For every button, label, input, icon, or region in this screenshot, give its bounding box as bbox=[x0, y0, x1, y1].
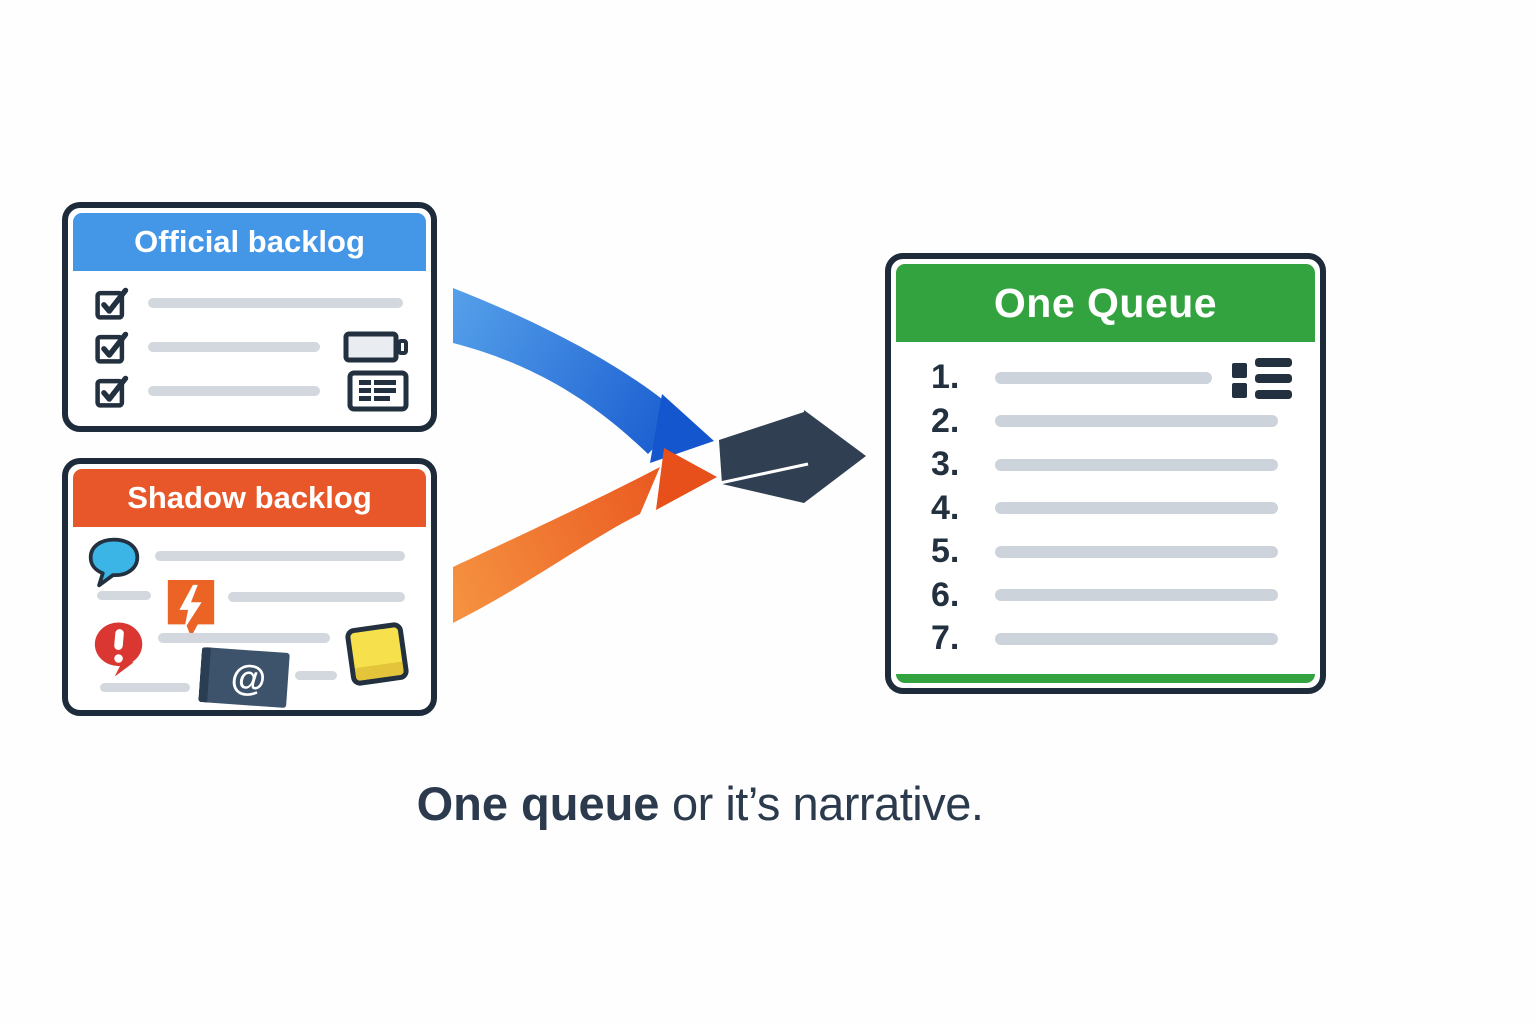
checkbox-checked-icon bbox=[95, 287, 129, 320]
queue-item-row: 3. bbox=[931, 443, 1290, 487]
one-queue-title: One Queue bbox=[993, 280, 1218, 326]
queue-item-row: 2. bbox=[931, 400, 1290, 444]
backlog-item-row bbox=[94, 369, 409, 413]
sticky-note-fold bbox=[354, 661, 405, 682]
placeholder-line bbox=[995, 545, 1278, 558]
caption: One queue or it’s narrative. bbox=[80, 776, 1320, 831]
placeholder-line bbox=[148, 298, 403, 308]
lightning-bolt-icon bbox=[167, 580, 215, 637]
queue-item-row: 4. bbox=[931, 487, 1290, 531]
queue-item-number: 6. bbox=[931, 575, 960, 614]
queue-item-row: 1. bbox=[931, 356, 1290, 400]
queue-item-row: 7. bbox=[931, 617, 1290, 661]
placeholder-line bbox=[995, 371, 1212, 384]
shadow-backlog-card: Shadow backlog @ bbox=[62, 458, 437, 716]
placeholder-line bbox=[995, 589, 1278, 602]
shadow-backlog-title: Shadow backlog bbox=[127, 480, 372, 515]
one-queue-bottom-accent bbox=[896, 674, 1315, 683]
placeholder-line bbox=[995, 502, 1278, 515]
battery-icon bbox=[343, 331, 408, 363]
sticky-note-icon bbox=[344, 621, 410, 687]
official-backlog-card: Official backlog bbox=[62, 202, 437, 432]
queue-item-number: 4. bbox=[931, 488, 960, 527]
placeholder-line bbox=[995, 632, 1278, 645]
queue-item-number: 3. bbox=[931, 445, 960, 484]
official-backlog-header: Official backlog bbox=[73, 213, 426, 271]
caption-emphasis: One queue bbox=[416, 777, 660, 830]
one-queue-header: One Queue bbox=[896, 264, 1315, 342]
caption-rest: or it’s narrative. bbox=[659, 777, 984, 830]
one-queue-card: One Queue 1. 2. 3. bbox=[885, 253, 1326, 694]
backlog-item-row bbox=[94, 281, 409, 325]
official-backlog-title: Official backlog bbox=[134, 224, 365, 259]
orange-arrow-shadow-to-merge bbox=[453, 448, 717, 623]
checkbox-checked-icon bbox=[95, 331, 129, 364]
placeholder-line bbox=[97, 591, 151, 600]
at-symbol: @ bbox=[229, 655, 268, 699]
placeholder-line bbox=[995, 458, 1278, 471]
placeholder-line bbox=[228, 592, 405, 602]
queue-item-number: 7. bbox=[931, 619, 960, 658]
queue-item-number: 2. bbox=[931, 401, 960, 440]
chat-bubble-icon bbox=[88, 537, 140, 588]
note-card-icon bbox=[347, 370, 409, 412]
shadow-backlog-header: Shadow backlog bbox=[73, 469, 426, 527]
dark-merge-arrow bbox=[719, 410, 866, 503]
official-backlog-body bbox=[68, 271, 431, 413]
queue-item-row: 6. bbox=[931, 574, 1290, 618]
shadow-backlog-body: @ bbox=[68, 527, 431, 717]
list-icon bbox=[1232, 358, 1292, 399]
checkbox-checked-icon bbox=[95, 375, 129, 408]
placeholder-line bbox=[155, 551, 405, 561]
exclamation-bubble-icon bbox=[94, 622, 143, 677]
backlog-item-row bbox=[94, 325, 409, 369]
placeholder-line bbox=[148, 386, 320, 396]
blue-arrow-official-to-merge bbox=[453, 288, 714, 463]
placeholder-line bbox=[100, 683, 190, 692]
queue-item-row: 5. bbox=[931, 530, 1290, 574]
placeholder-line bbox=[995, 415, 1278, 428]
placeholder-line bbox=[148, 342, 320, 352]
queue-item-number: 5. bbox=[931, 532, 960, 571]
placeholder-line bbox=[295, 671, 337, 680]
at-mention-card-icon: @ bbox=[198, 646, 290, 709]
queue-item-number: 1. bbox=[931, 358, 960, 397]
placeholder-line bbox=[158, 633, 330, 643]
one-queue-body: 1. 2. 3. 4. 5. 6. bbox=[891, 342, 1320, 661]
